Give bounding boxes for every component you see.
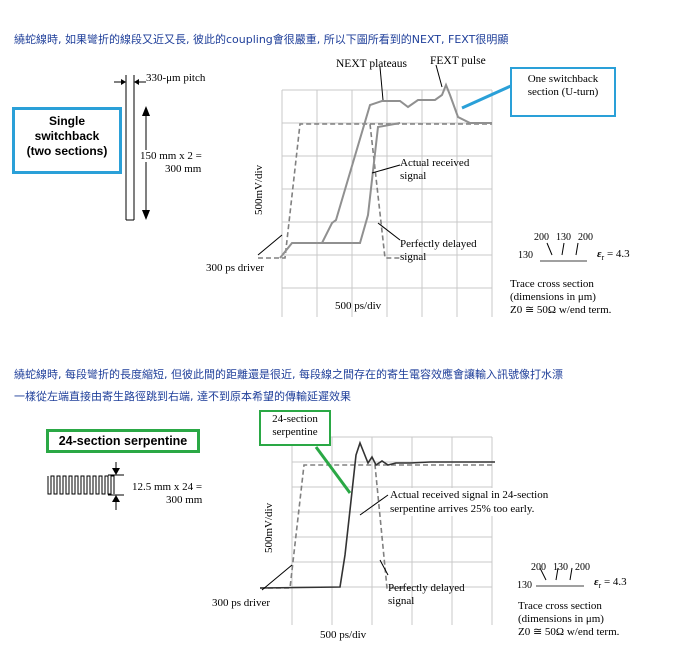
perfectly-delayed-label: Perfectly delayed signal	[400, 238, 477, 264]
callout-one-switchback: One switchback section (U-turn)	[510, 67, 616, 117]
dim-130-2: 130	[553, 562, 568, 573]
pitch-arrow-right	[134, 79, 139, 85]
actual2-line1: Actual received signal in 24-section	[390, 489, 549, 501]
serp-length-2: 300 mm	[166, 494, 203, 506]
switchback-drawing	[114, 75, 150, 221]
dim-200a-2: 200	[531, 562, 546, 573]
serpentine-drawing	[47, 462, 124, 510]
dim-130-1: 130	[556, 232, 571, 243]
epsilon-symbol-1: ε	[597, 248, 602, 260]
callout-pointer-2	[314, 446, 352, 494]
pitch-arrow-left	[121, 79, 126, 85]
serpentine-trace	[47, 475, 115, 495]
driver-label: 300 ps driver	[206, 262, 265, 274]
trace-cross-section-1	[540, 242, 587, 262]
epsilon-label-1: εr = 4.3	[597, 248, 630, 262]
delayed-line1: Perfectly delayed	[400, 238, 477, 250]
callout-line2: section (U-turn)	[527, 86, 599, 98]
scope-plot-2	[259, 436, 584, 625]
dim-200a-1: 200	[534, 232, 549, 243]
epsilon-sub-1: r	[601, 253, 605, 263]
length-label-2: 300 mm	[165, 163, 202, 175]
epsilon-label-2: εr = 4.3	[594, 576, 627, 590]
delayed2-line1: Perfectly delayed	[388, 582, 465, 594]
callout-line1: One switchback	[527, 73, 599, 85]
serp-length-1: 12.5 mm x 24 =	[132, 481, 203, 493]
single-switchback-box: Single switchback (two sections)	[12, 107, 122, 174]
caption-mid-2: 一樣從左端直接由寄生路徑跳到右端, 達不到原本希望的傳輸延遲效果	[14, 390, 351, 403]
dim-200b-1: 200	[578, 232, 593, 243]
length-label-1: 150 mm x 2 =	[140, 150, 202, 162]
actual-received-label: Actual received signal	[400, 157, 469, 183]
caption-mid-1: 繞蛇線時, 每段彎折的長度縮短, 但彼此間的距離還是很近, 每段線之間存在的寄生…	[14, 368, 563, 381]
dim-200b-2: 200	[575, 562, 590, 573]
driver-label-2: 300 ps driver	[212, 597, 271, 609]
perfectly-delayed-label-2: Perfectly delayed signal	[388, 582, 465, 608]
caption-top: 繞蛇線時, 如果彎折的線段又近又長, 彼此的coupling會很嚴重, 所以下圖…	[14, 33, 509, 46]
delayed-line2: signal	[400, 251, 427, 263]
actual-line1: Actual received	[400, 157, 470, 169]
y-axis-label-2: 500mV/div	[263, 502, 275, 553]
trace-line3: Z0 ≅ 50Ω w/end term.	[510, 304, 612, 316]
delayed2-line2: signal	[388, 595, 415, 607]
callout2-line2: serpentine	[272, 426, 318, 438]
box-label-line2: switchback	[34, 129, 100, 143]
dim-130left-1: 130	[518, 250, 533, 261]
actual-signal-2	[259, 440, 495, 589]
x-axis-label-1: 500 ps/div	[335, 300, 382, 312]
trace-info-1: Trace cross section (dimensions in μm) Z…	[510, 278, 611, 317]
grid-1	[281, 89, 493, 317]
x-axis-label-2: 500 ps/div	[320, 629, 367, 641]
pitch-label: 330-μm pitch	[146, 72, 206, 84]
actual-signal-1	[279, 82, 492, 259]
trace2-line3: Z0 ≅ 50Ω w/end term.	[518, 626, 620, 638]
epsilon-symbol-2: ε	[594, 576, 599, 588]
trace-line1: Trace cross section	[510, 278, 594, 290]
actual-received-label-2: Actual received signal in 24-section ser…	[390, 488, 549, 516]
epsilon-value-1: = 4.3	[604, 248, 630, 260]
box-label-line1: Single	[48, 114, 85, 128]
scope-plot-1	[257, 64, 587, 317]
trace-cross-section-2	[536, 567, 584, 587]
trace2-line2: (dimensions in μm)	[518, 613, 604, 625]
delayed-signal-2	[260, 464, 410, 589]
epsilon-value-2: = 4.3	[601, 576, 627, 588]
box-label-line3: (two sections)	[26, 144, 108, 158]
callout-24-section: 24-section serpentine	[259, 410, 331, 446]
trace2-line1: Trace cross section	[518, 600, 602, 612]
epsilon-sub-2: r	[598, 581, 602, 591]
delayed-signal-1	[258, 123, 400, 259]
y-axis-label-1: 500mV/div	[253, 164, 265, 215]
callout-pointer-1	[461, 83, 514, 110]
next-plateaus-label: NEXT plateaus	[336, 58, 408, 70]
serpentine-box: 24-section serpentine	[46, 429, 200, 453]
dim-130left-2: 130	[517, 580, 532, 591]
actual-line2: signal	[400, 170, 427, 182]
fext-pulse-label: FEXT pulse	[430, 55, 486, 67]
callout2-line1: 24-section	[272, 413, 318, 425]
actual2-line2: serpentine arrives 25% too early.	[390, 503, 535, 515]
grid-2	[291, 436, 493, 625]
trace-info-2: Trace cross section (dimensions in μm) Z…	[518, 600, 619, 639]
trace-line2: (dimensions in μm)	[510, 291, 596, 303]
